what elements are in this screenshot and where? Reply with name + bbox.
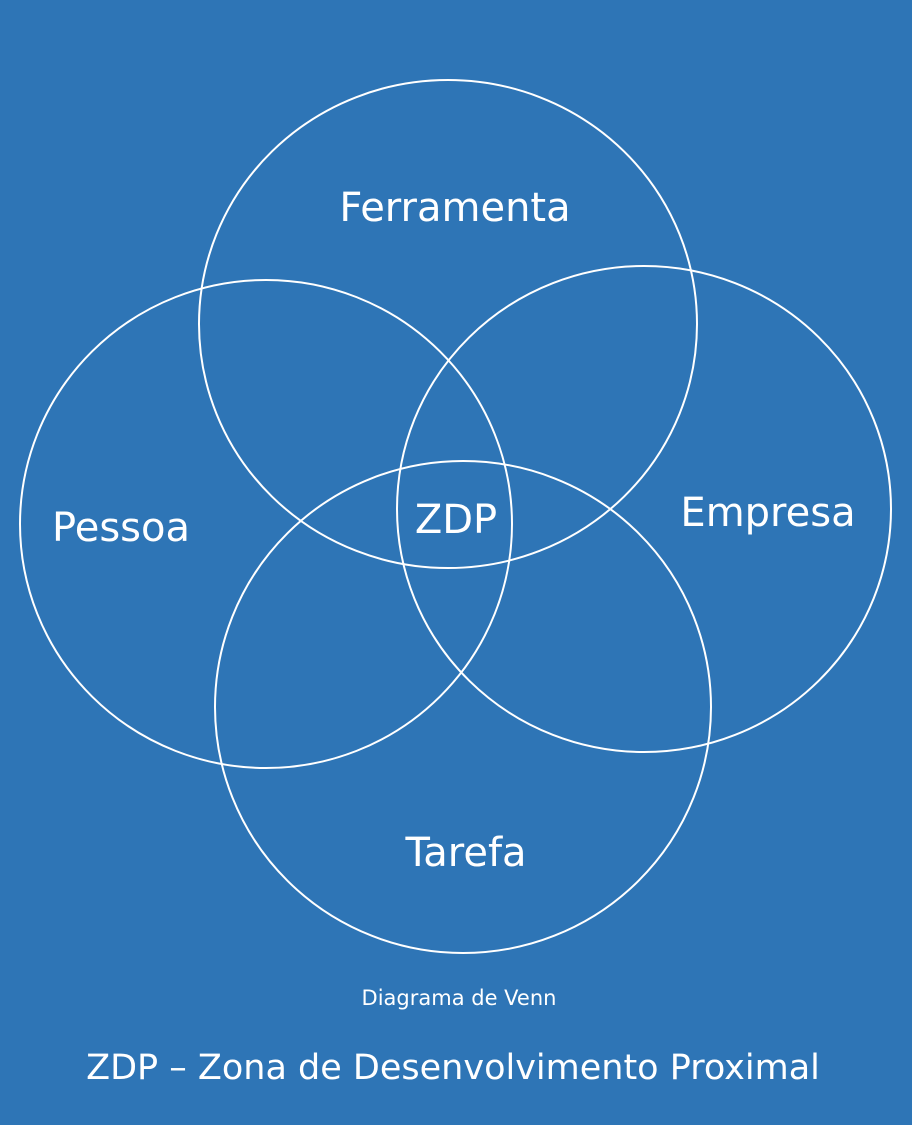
- label-empresa: Empresa: [680, 490, 856, 536]
- circle-tarefa: [214, 460, 712, 954]
- circle-pessoa: [19, 279, 513, 769]
- label-tarefa: Tarefa: [405, 830, 527, 876]
- label-pessoa: Pessoa: [52, 505, 190, 551]
- label-zdp-center: ZDP: [414, 497, 498, 543]
- label-ferramenta: Ferramenta: [339, 185, 571, 231]
- circle-empresa: [396, 265, 892, 753]
- circle-ferramenta: [198, 79, 698, 569]
- diagram-caption: Diagrama de Venn: [361, 986, 557, 1010]
- diagram-title: ZDP – Zona de Desenvolvimento Proximal: [86, 1048, 820, 1088]
